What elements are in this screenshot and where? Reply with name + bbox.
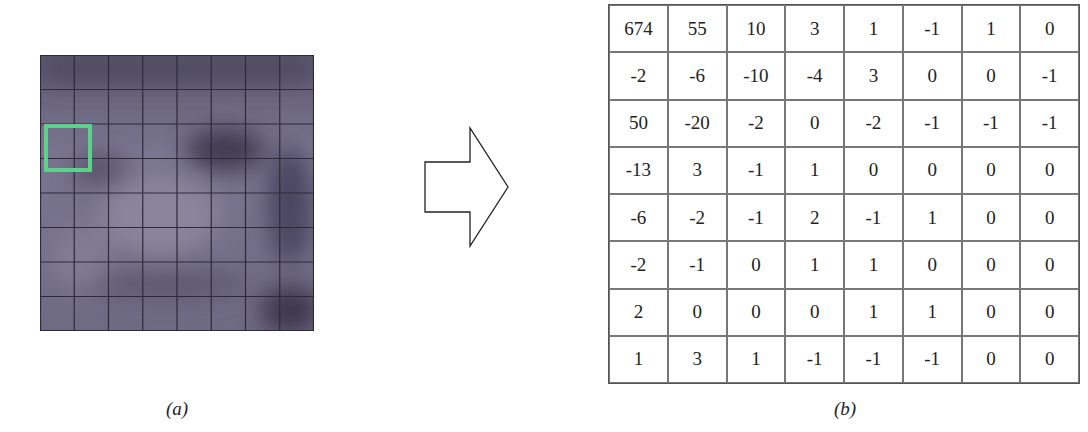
table-cell: 0 bbox=[903, 241, 962, 288]
table-cell: 0 bbox=[785, 100, 844, 147]
table-cell: 1 bbox=[844, 5, 903, 52]
table-cell: 1 bbox=[962, 5, 1021, 52]
table-cell: 0 bbox=[844, 147, 903, 194]
table-cell: 0 bbox=[668, 289, 727, 336]
table-cell: 2 bbox=[609, 289, 668, 336]
table-cell: -1 bbox=[903, 336, 962, 383]
table-cell: 0 bbox=[1020, 289, 1079, 336]
table-cell: -2 bbox=[727, 100, 786, 147]
table-cell: -1 bbox=[727, 147, 786, 194]
table-cell: 0 bbox=[1020, 147, 1079, 194]
right-arrow bbox=[420, 124, 512, 250]
table-cell: -4 bbox=[785, 52, 844, 99]
table-cell: -1 bbox=[668, 241, 727, 288]
table-cell: 0 bbox=[727, 289, 786, 336]
table-cell: 0 bbox=[727, 241, 786, 288]
table-cell: 0 bbox=[962, 289, 1021, 336]
table-cell: -2 bbox=[609, 52, 668, 99]
highlight-square bbox=[46, 126, 90, 170]
table-cell: 3 bbox=[844, 52, 903, 99]
table-cell: 0 bbox=[1020, 5, 1079, 52]
table-cell: -2 bbox=[668, 194, 727, 241]
coefficient-table: 674551031-110-2-6-10-4300-150-20-20-2-1-… bbox=[608, 4, 1080, 384]
table-cell: 1 bbox=[844, 241, 903, 288]
table-cell: 1 bbox=[785, 147, 844, 194]
table-cell: -1 bbox=[1020, 100, 1079, 147]
table-cell: 0 bbox=[962, 52, 1021, 99]
table-cell: -2 bbox=[609, 241, 668, 288]
table-cell: 0 bbox=[962, 194, 1021, 241]
table-cell: -6 bbox=[609, 194, 668, 241]
table-cell: -1 bbox=[727, 194, 786, 241]
table-cell: -1 bbox=[962, 100, 1021, 147]
panel-label: (a) bbox=[166, 398, 188, 420]
table-cell: -1 bbox=[903, 100, 962, 147]
table-cell: 10 bbox=[727, 5, 786, 52]
table-cell: 0 bbox=[962, 336, 1021, 383]
table-cell: 50 bbox=[609, 100, 668, 147]
table-cell: 1 bbox=[727, 336, 786, 383]
table-cell: -6 bbox=[668, 52, 727, 99]
table-cell: 0 bbox=[785, 289, 844, 336]
table-cell: 1 bbox=[903, 289, 962, 336]
table-cell: 2 bbox=[785, 194, 844, 241]
table-cell: -13 bbox=[609, 147, 668, 194]
table-cell: -1 bbox=[785, 336, 844, 383]
table-cell: 0 bbox=[962, 147, 1021, 194]
table-cell: -1 bbox=[1020, 52, 1079, 99]
table-cell: 55 bbox=[668, 5, 727, 52]
panel-label: (b) bbox=[834, 398, 856, 420]
table-cell: -1 bbox=[844, 194, 903, 241]
table-cell: 3 bbox=[785, 5, 844, 52]
table-cell: -1 bbox=[844, 336, 903, 383]
table-cell: 3 bbox=[668, 147, 727, 194]
table-cell: 1 bbox=[844, 289, 903, 336]
table-cell: -10 bbox=[727, 52, 786, 99]
table-cell: 1 bbox=[903, 194, 962, 241]
table-cell: -2 bbox=[844, 100, 903, 147]
table-cell: 0 bbox=[962, 241, 1021, 288]
table-cell: -20 bbox=[668, 100, 727, 147]
table-cell: -1 bbox=[903, 5, 962, 52]
image-blocks bbox=[40, 55, 314, 331]
table-cell: 3 bbox=[668, 336, 727, 383]
table-cell: 1 bbox=[609, 336, 668, 383]
table-cell: 0 bbox=[1020, 336, 1079, 383]
table-cell: 0 bbox=[903, 147, 962, 194]
table-cell: 0 bbox=[903, 52, 962, 99]
table-cell: 1 bbox=[785, 241, 844, 288]
table-cell: 0 bbox=[1020, 241, 1079, 288]
table-cell: 0 bbox=[1020, 194, 1079, 241]
table-cell: 674 bbox=[609, 5, 668, 52]
